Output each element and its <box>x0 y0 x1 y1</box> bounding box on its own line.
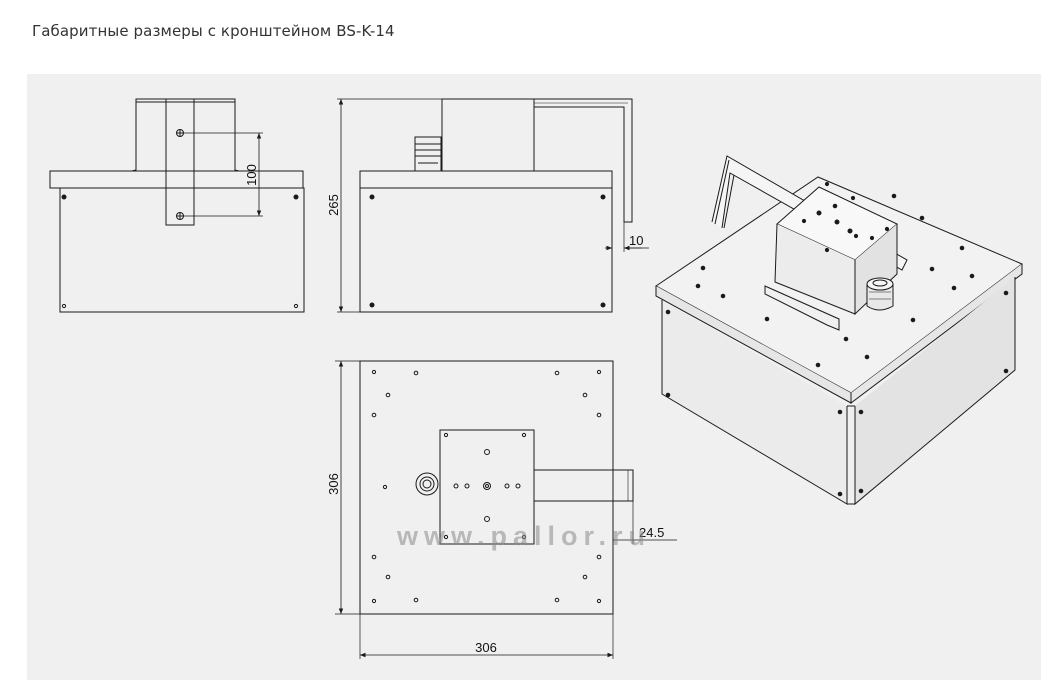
watermark-text: www.pallor.ru <box>396 521 651 551</box>
top-view-outline <box>359 360 614 615</box>
technical-drawing: 100 265 10 <box>49 98 1023 659</box>
side-view-box <box>359 187 613 313</box>
front-view-box <box>59 187 305 313</box>
side-view-bracket-plate <box>441 98 535 172</box>
page-title: Габаритные размеры с кронштейном BS-K-14 <box>32 22 395 40</box>
iso-box-right <box>854 277 1016 506</box>
isometric-view <box>655 155 1023 506</box>
dimension-label-306-vertical: 306 <box>326 473 341 495</box>
top-view <box>335 360 677 659</box>
dimension-label-306-horizontal: 306 <box>475 640 497 655</box>
dimension-label-265: 265 <box>326 194 341 216</box>
top-view-cable-gland <box>415 472 439 496</box>
top-view-bracket-plate <box>439 429 535 545</box>
cable-gland <box>414 136 442 172</box>
iso-cable-gland <box>866 284 894 311</box>
iso-box-left <box>661 300 848 505</box>
dimension-label-10: 10 <box>629 233 643 248</box>
dimension-label-100: 100 <box>244 164 259 186</box>
front-view <box>49 98 305 313</box>
front-view-bracket-plate <box>165 98 195 226</box>
front-view-lid <box>49 170 304 189</box>
side-view-lid <box>359 170 613 189</box>
dimension-label-24-5: 24.5 <box>639 525 664 540</box>
technical-drawing-panel: 100 265 10 <box>27 74 1041 680</box>
side-view-arm <box>534 98 633 223</box>
side-view <box>337 98 649 313</box>
top-view-arm <box>534 469 634 502</box>
front-view-bracket <box>131 98 240 172</box>
